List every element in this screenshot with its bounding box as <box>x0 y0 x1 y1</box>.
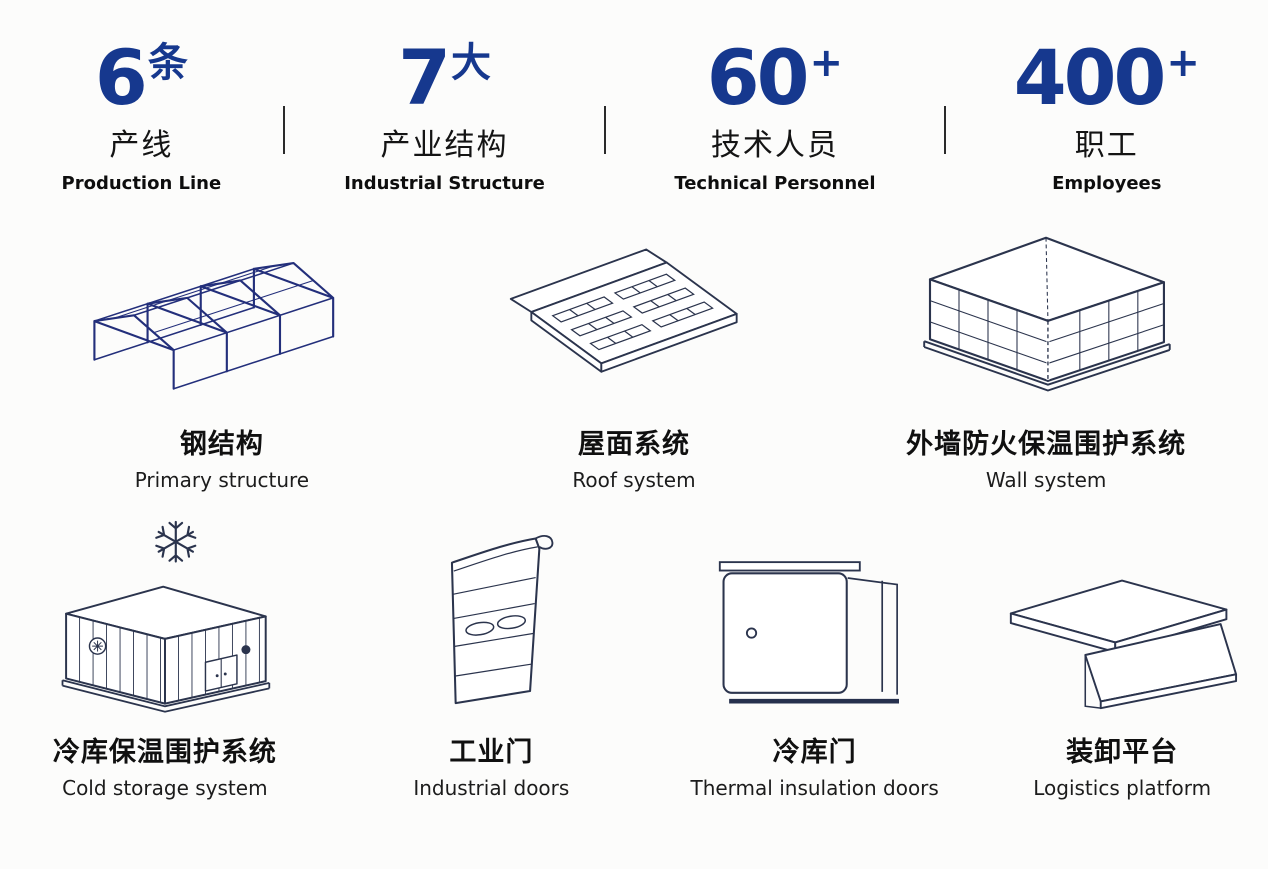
wall-system-illustration <box>923 236 1171 392</box>
product-logistics-platform: 装卸平台 Logistics platform <box>976 510 1268 800</box>
product-wall-system: 外墙防火保温围护系统 Wall system <box>824 220 1268 492</box>
door-rail <box>718 561 861 572</box>
stat-number: 60+ <box>706 33 844 122</box>
stat-divider <box>943 106 946 154</box>
stat-number: 400+ <box>1013 33 1200 122</box>
product-label-en: Primary structure <box>134 468 310 492</box>
stat-divider <box>282 106 285 154</box>
illustration-box <box>30 510 300 718</box>
product-thermal-insulation-doors: 冷库门 Thermal insulation doors <box>653 510 976 800</box>
product-label-zh: 屋面系统 <box>577 429 690 460</box>
vent-dot-icon <box>241 645 251 655</box>
product-label-en: Industrial doors <box>413 776 570 800</box>
stat-label-zh: 职工 <box>1074 128 1139 163</box>
skylight-strips <box>551 273 714 351</box>
stat-divider <box>604 106 607 154</box>
snowflake-icon <box>155 520 197 563</box>
side-wall <box>847 577 898 695</box>
thermal-door-illustration <box>718 561 899 704</box>
door-window <box>465 621 495 636</box>
stat-label-en: Employees <box>1052 173 1162 194</box>
product-label-zh: 工业门 <box>449 737 534 768</box>
product-roof-system: 屋面系统 Roof system <box>444 220 824 492</box>
product-steel-structure: 钢结构 Primary structure <box>0 220 444 492</box>
cold-storage-illustration <box>61 520 271 713</box>
stat-technical-personnel: 60+ 技术人员 Technical Personnel <box>606 33 943 195</box>
products-row-1: 钢结构 Primary structure <box>0 220 1268 492</box>
product-label-zh: 外墙防火保温围护系统 <box>906 429 1187 460</box>
stat-production-line: 6条 产线 Production Line <box>0 33 283 195</box>
product-label-en: Roof system <box>572 468 696 492</box>
product-label-zh: 冷库门 <box>772 737 857 768</box>
stat-number: 6条 <box>94 33 188 122</box>
stat-label-en: Industrial Structure <box>344 173 545 194</box>
door-window <box>497 615 527 630</box>
illustration-box <box>494 220 774 410</box>
product-industrial-doors: 工业门 Industrial doors <box>330 510 653 800</box>
roof-system-illustration <box>509 248 738 373</box>
door-leaf <box>722 572 848 694</box>
stat-unit: + <box>809 40 844 86</box>
page-curl <box>535 534 554 550</box>
stat-label-en: Production Line <box>61 173 222 194</box>
product-label-en: Thermal insulation doors <box>690 776 939 800</box>
product-label-en: Cold storage system <box>62 776 268 800</box>
product-label-en: Logistics platform <box>1033 776 1212 800</box>
product-label-zh: 钢结构 <box>179 429 264 460</box>
logistics-platform-illustration <box>1010 579 1238 710</box>
illustration-box <box>977 510 1267 718</box>
stat-employees: 400+ 职工 Employees <box>946 33 1268 195</box>
steel-structure-illustration <box>93 262 335 390</box>
illustration-box <box>398 510 584 718</box>
product-label-zh: 冷库保温围护系统 <box>52 737 277 768</box>
stat-unit: 大 <box>450 40 491 86</box>
industrial-door-illustration <box>451 534 554 705</box>
stat-label-zh: 产线 <box>109 128 174 163</box>
door-handle <box>745 627 757 639</box>
stat-unit: + <box>1166 40 1200 86</box>
stat-label-zh: 产业结构 <box>380 128 509 163</box>
stat-label-zh: 技术人员 <box>710 128 839 163</box>
illustration-box <box>675 510 955 718</box>
product-cold-storage: 冷库保温围护系统 Cold storage system <box>0 510 330 800</box>
illustration-box <box>901 220 1191 410</box>
product-label-en: Wall system <box>985 468 1107 492</box>
stat-number: 7大 <box>398 33 491 122</box>
stat-unit: 条 <box>147 40 188 86</box>
stat-industrial-structure: 7大 产业结构 Industrial Structure <box>285 33 605 195</box>
stats-row: 6条 产线 Production Line 7大 产业结构 Industrial… <box>0 33 1268 195</box>
products-row-2: 冷库保温围护系统 Cold storage system <box>0 510 1268 800</box>
stat-label-en: Technical Personnel <box>674 173 876 194</box>
product-label-zh: 装卸平台 <box>1066 737 1179 768</box>
illustration-box <box>77 220 367 410</box>
